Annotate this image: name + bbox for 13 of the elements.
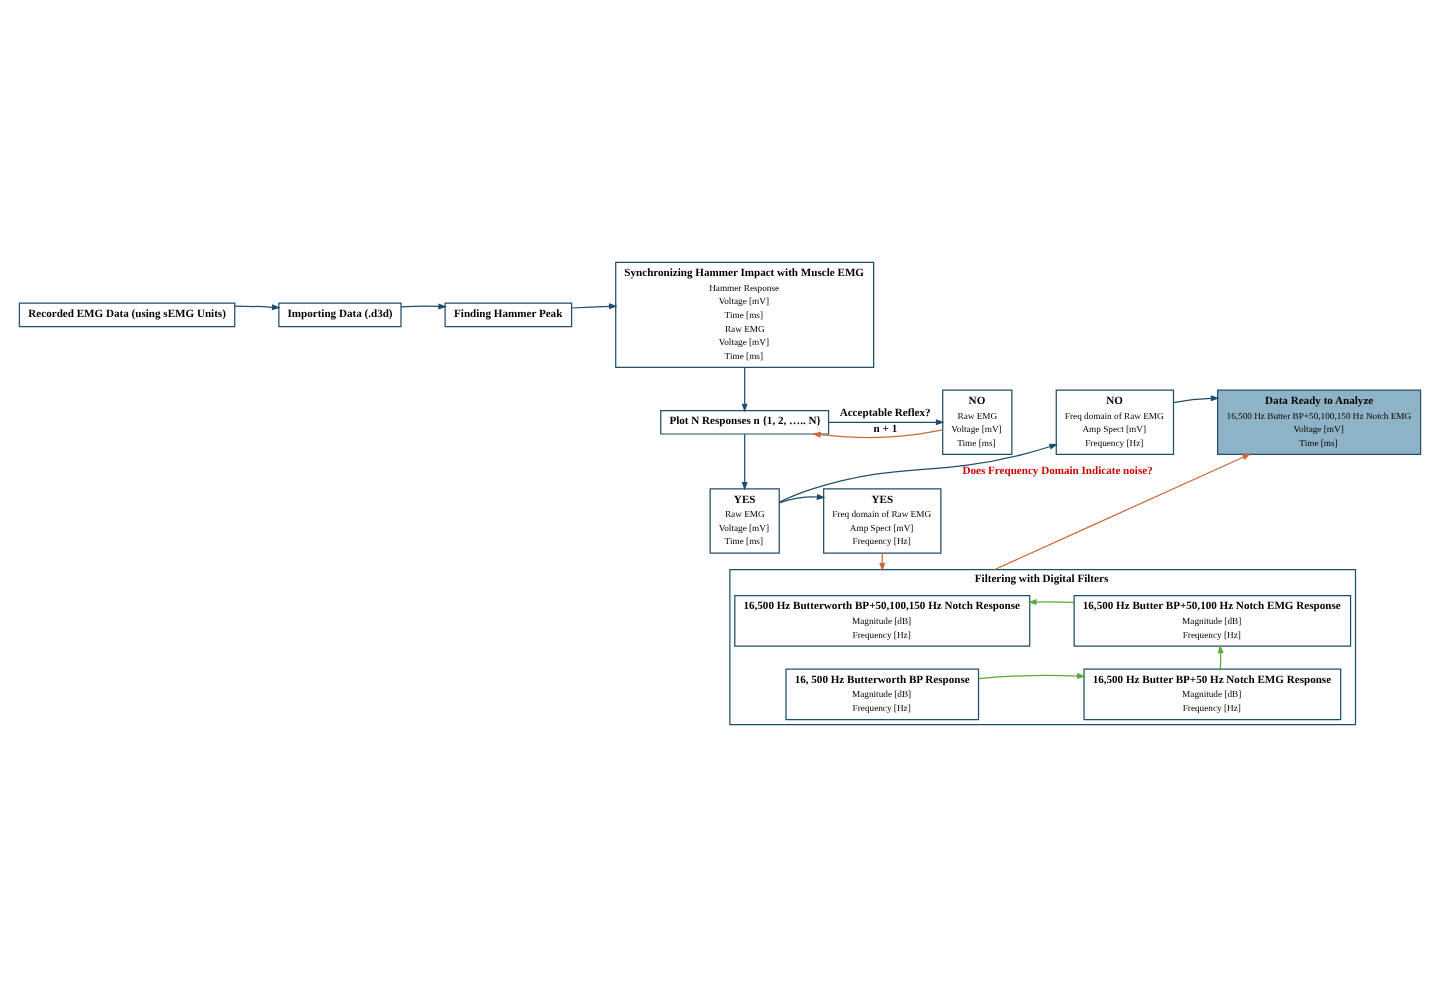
arrow <box>741 366 748 413</box>
arrow <box>978 673 1086 680</box>
arrow <box>571 303 618 310</box>
arrow <box>778 443 1058 503</box>
arrow <box>828 419 945 426</box>
arrow <box>400 303 447 310</box>
arrow <box>812 429 944 439</box>
arrow <box>1027 599 1075 606</box>
arrow <box>993 453 1252 571</box>
arrow <box>778 493 826 504</box>
arrow <box>1172 395 1220 404</box>
arrow <box>234 304 281 311</box>
arrow <box>741 433 748 491</box>
